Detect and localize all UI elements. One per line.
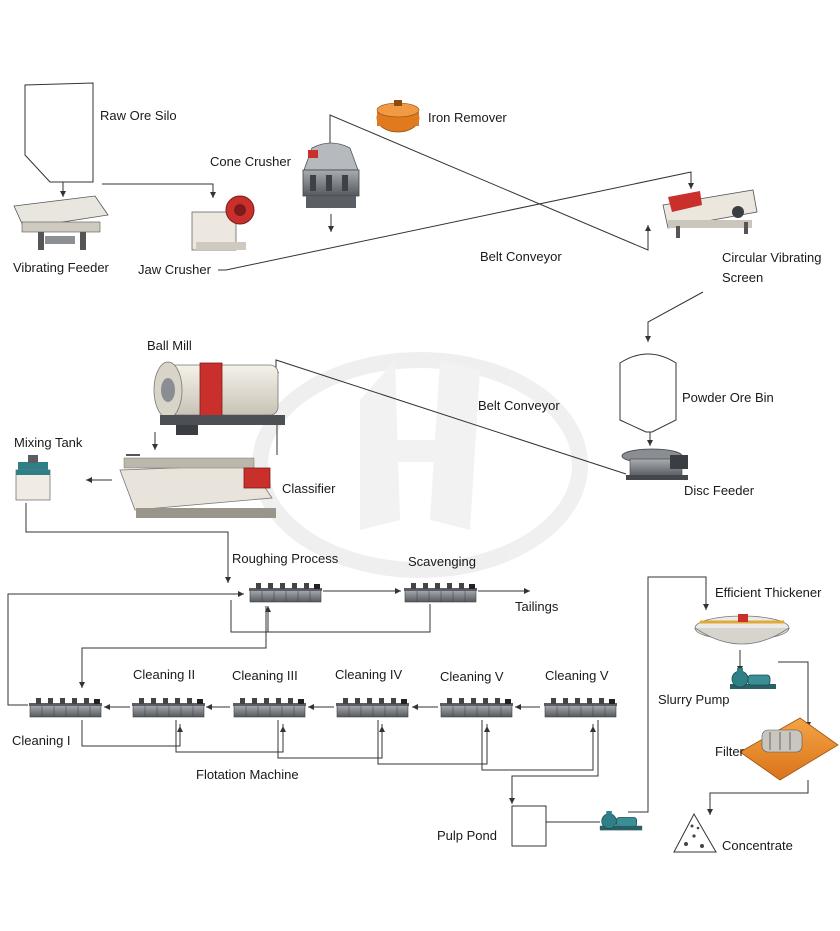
powder-ore-bin <box>619 353 677 433</box>
label-cleaning-1: Cleaning I <box>12 733 71 748</box>
label-slurry-pump: Slurry Pump <box>658 692 730 707</box>
label-roughing-process: Roughing Process <box>232 551 339 566</box>
label-belt-conveyor-1: Belt Conveyor <box>480 249 562 264</box>
label-ball-mill: Ball Mill <box>147 338 192 353</box>
pulp-pond <box>511 805 547 847</box>
label-circular-vibrating-screen-line2: Screen <box>722 270 763 285</box>
cleaning-5a-flotation-cell <box>439 697 514 718</box>
mixing-tank <box>15 455 51 501</box>
slurry-pump <box>729 668 777 690</box>
concentrate-pile <box>673 812 717 853</box>
vibrating-feeder <box>13 195 109 250</box>
label-circular-vibrating-screen: Circular Vibrating <box>722 250 821 265</box>
pulp-pump <box>599 810 643 831</box>
raw-ore-silo <box>24 82 94 183</box>
cleaning-4-flotation-cell <box>335 697 410 718</box>
label-cleaning-5b: Cleaning V <box>545 668 609 683</box>
label-vibrating-feeder: Vibrating Feeder <box>13 260 110 275</box>
label-efficient-thickener: Efficient Thickener <box>715 585 822 600</box>
label-filter: Filter <box>715 744 745 759</box>
label-raw-ore-silo: Raw Ore Silo <box>100 108 177 123</box>
labels: Raw Ore Silo Iron Remover Cone Crusher V… <box>12 108 822 853</box>
cone-crusher <box>302 142 360 208</box>
label-cleaning-4: Cleaning IV <box>335 667 403 682</box>
label-cleaning-3: Cleaning III <box>232 668 298 683</box>
label-tailings: Tailings <box>515 599 559 614</box>
scavenging-flotation-cell <box>403 582 478 603</box>
label-cleaning-2: Cleaning II <box>133 667 195 682</box>
iron-remover <box>376 100 420 133</box>
label-pulp-pond: Pulp Pond <box>437 828 497 843</box>
jaw-crusher <box>191 195 255 251</box>
watermark-logo <box>252 352 588 578</box>
label-mixing-tank: Mixing Tank <box>14 435 83 450</box>
cleaning-3-flotation-cell <box>232 697 307 718</box>
label-iron-remover: Iron Remover <box>428 110 507 125</box>
label-jaw-crusher: Jaw Crusher <box>138 262 212 277</box>
flow-lines <box>7 114 811 823</box>
label-cone-crusher: Cone Crusher <box>210 154 292 169</box>
label-flotation-machine: Flotation Machine <box>196 767 299 782</box>
filter-press <box>739 717 839 781</box>
ball-mill <box>153 361 285 435</box>
classifier <box>119 454 276 518</box>
label-cleaning-5a: Cleaning V <box>440 669 504 684</box>
cleaning-1-flotation-cell <box>28 697 103 718</box>
label-powder-ore-bin: Powder Ore Bin <box>682 390 774 405</box>
disc-feeder <box>621 448 688 480</box>
label-classifier: Classifier <box>282 481 336 496</box>
roughing-flotation-cell <box>248 582 323 603</box>
label-concentrate: Concentrate <box>722 838 793 853</box>
circular-vibrating-screen <box>662 189 758 238</box>
label-disc-feeder: Disc Feeder <box>684 483 755 498</box>
efficient-thickener <box>694 614 790 645</box>
label-belt-conveyor-2: Belt Conveyor <box>478 398 560 413</box>
cleaning-2-flotation-cell <box>131 697 206 718</box>
label-scavenging: Scavenging <box>408 554 476 569</box>
cleaning-5b-flotation-cell <box>543 697 618 718</box>
